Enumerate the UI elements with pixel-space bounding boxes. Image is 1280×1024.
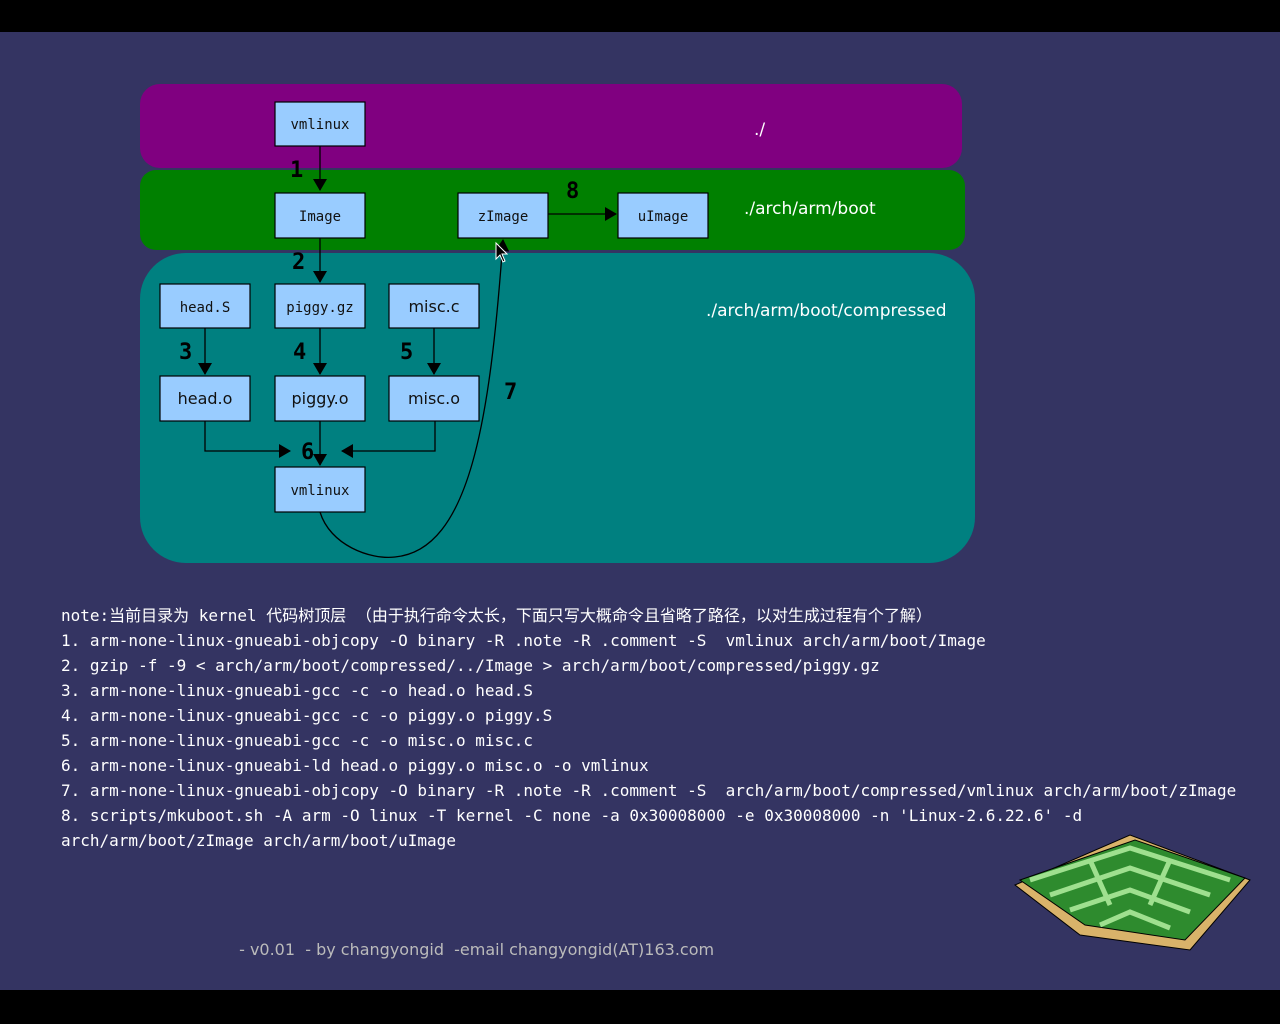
command-line-2: 2. gzip -f -9 < arch/arm/boot/compressed… bbox=[61, 656, 880, 675]
svg-text:piggy.o: piggy.o bbox=[292, 389, 349, 408]
node-image: Image bbox=[274, 192, 366, 239]
command-line-1: 1. arm-none-linux-gnueabi-objcopy -O bin… bbox=[61, 631, 986, 650]
node-piggy-o: piggy.o bbox=[274, 375, 366, 422]
node-uimage: uImage bbox=[617, 192, 709, 239]
svg-text:Image: Image bbox=[299, 209, 341, 225]
step-2: 2 bbox=[292, 250, 305, 275]
region-compressed bbox=[140, 253, 975, 563]
svg-text:vmlinux: vmlinux bbox=[290, 483, 349, 499]
node-vmlinux-bottom: vmlinux bbox=[274, 466, 366, 513]
edge-6c bbox=[341, 421, 436, 458]
step-5: 5 bbox=[400, 340, 413, 365]
step-1: 1 bbox=[290, 158, 303, 183]
region-boot-label: ./arch/arm/boot bbox=[744, 199, 876, 219]
svg-text:piggy.gz: piggy.gz bbox=[286, 300, 353, 316]
node-piggy-gz: piggy.gz bbox=[274, 283, 366, 329]
svg-text:misc.o: misc.o bbox=[408, 389, 460, 408]
svg-text:vmlinux: vmlinux bbox=[290, 117, 349, 133]
step-6: 6 bbox=[301, 440, 314, 465]
node-head-o: head.o bbox=[159, 375, 251, 422]
step-7: 7 bbox=[504, 380, 517, 405]
svg-text:head.o: head.o bbox=[178, 389, 233, 408]
step-8: 8 bbox=[566, 179, 579, 204]
svg-text:zImage: zImage bbox=[478, 209, 529, 225]
command-line-7: 7. arm-none-linux-gnueabi-objcopy -O bin… bbox=[61, 781, 1237, 800]
node-misc-o: misc.o bbox=[388, 375, 480, 422]
command-line-5: 5. arm-none-linux-gnueabi-gcc -c -o misc… bbox=[61, 731, 534, 750]
edge-7 bbox=[319, 239, 510, 559]
command-line-6: 6. arm-none-linux-gnueabi-ld head.o pigg… bbox=[61, 756, 649, 775]
node-zimage: zImage bbox=[457, 192, 549, 239]
node-misc-c: misc.c bbox=[388, 283, 480, 329]
region-compressed-label: ./arch/arm/boot/compressed bbox=[706, 301, 947, 321]
region-root bbox=[140, 84, 962, 168]
svg-text:uImage: uImage bbox=[638, 209, 689, 225]
maze-logo-icon bbox=[1014, 834, 1251, 951]
mouse-cursor-icon bbox=[495, 241, 509, 263]
edge-6a bbox=[204, 421, 291, 458]
node-head-s: head.S bbox=[159, 283, 251, 329]
svg-text:head.S: head.S bbox=[180, 300, 231, 316]
step-3: 3 bbox=[179, 340, 192, 365]
command-line-3: 3. arm-none-linux-gnueabi-gcc -c -o head… bbox=[61, 681, 534, 700]
svg-text:misc.c: misc.c bbox=[408, 297, 459, 316]
command-line-4: 4. arm-none-linux-gnueabi-gcc -c -o pigg… bbox=[61, 706, 553, 725]
footer-credits: - v0.01 - by changyongid -email changyon… bbox=[234, 940, 715, 959]
region-root-label: ./ bbox=[754, 120, 765, 140]
note-heading: note:当前目录为 kernel 代码树顶层 （由于执行命令太长，下面只写大概… bbox=[61, 606, 932, 625]
command-line-8-cont: arch/arm/boot/zImage arch/arm/boot/uImag… bbox=[61, 831, 456, 850]
step-4: 4 bbox=[293, 340, 306, 365]
command-notes: note:当前目录为 kernel 代码树顶层 （由于执行命令太长，下面只写大概… bbox=[61, 603, 1236, 853]
node-vmlinux-top: vmlinux bbox=[274, 101, 366, 147]
command-line-8: 8. scripts/mkuboot.sh -A arm -O linux -T… bbox=[61, 806, 1083, 825]
